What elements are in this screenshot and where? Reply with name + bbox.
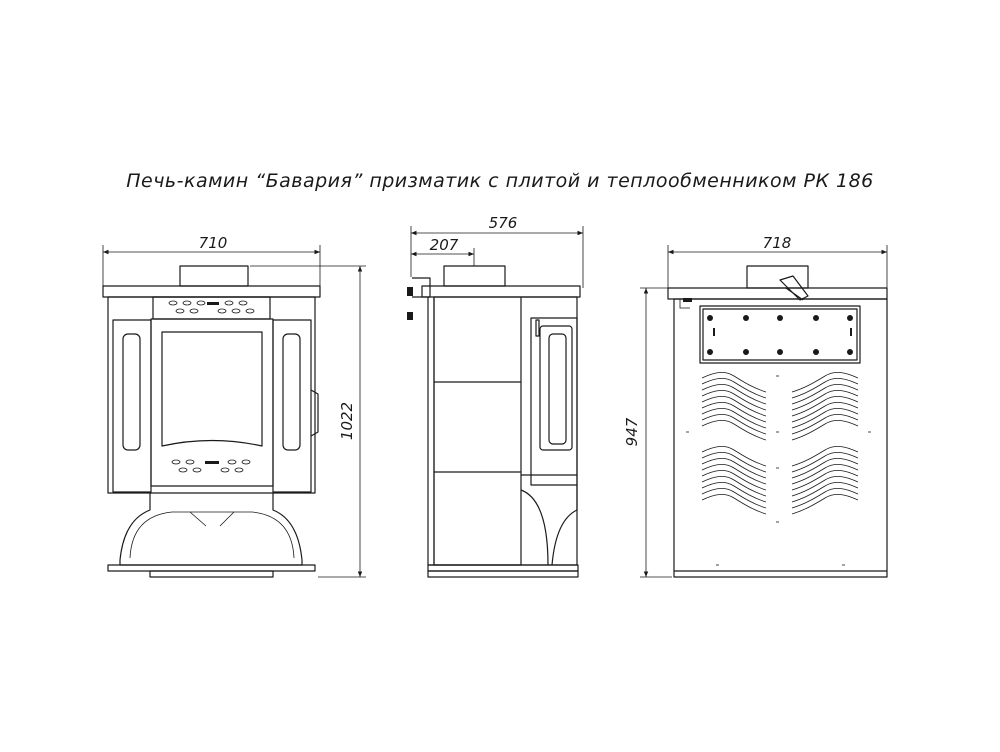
rear-width-label: 718	[763, 234, 792, 252]
rear-view: 718 947	[623, 234, 888, 578]
front-width-label: 710	[199, 234, 228, 252]
side-offset-label: 207	[430, 236, 459, 254]
front-view: 710 1022	[102, 234, 366, 578]
side-view: 576 207	[407, 214, 584, 578]
side-depth-label: 576	[489, 214, 518, 232]
front-height-label: 1022	[338, 402, 356, 440]
rear-height-label: 947	[623, 417, 641, 446]
heat-fins	[701, 372, 859, 515]
drawing-title: Печь-камин “Бавария” призматик с плитой …	[126, 170, 874, 192]
exchanger-bolts	[707, 315, 853, 355]
